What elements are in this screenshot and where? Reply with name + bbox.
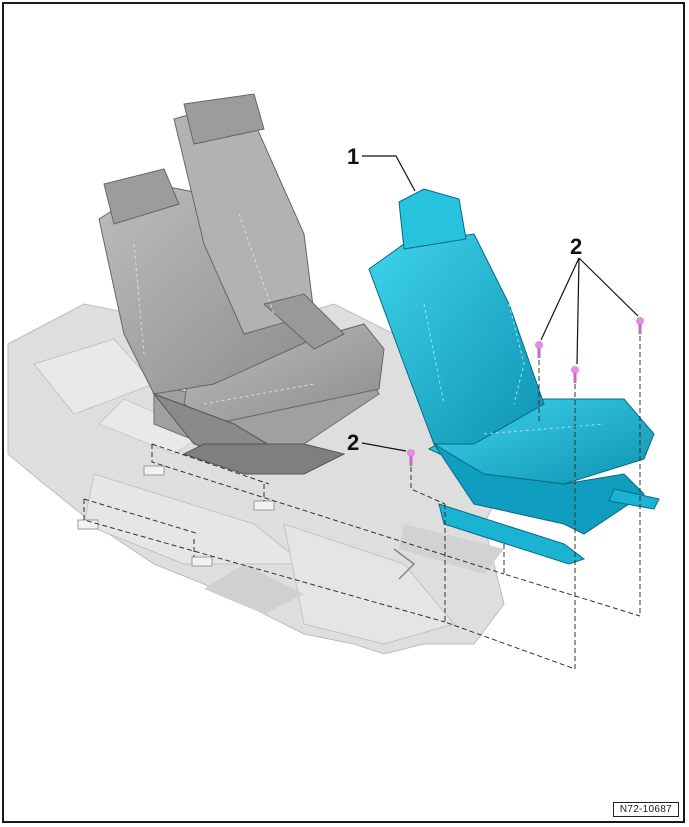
leader-lines xyxy=(361,155,639,452)
leader-line-2d xyxy=(361,442,407,452)
bolt-shank-icon xyxy=(409,456,413,466)
assembly-lines xyxy=(83,336,641,670)
figure-id-label: N72-10687 xyxy=(612,802,679,817)
callout-2-upper: 2 xyxy=(570,234,582,259)
callout-1: 1 xyxy=(347,144,359,169)
bolt-shank-icon xyxy=(638,324,642,334)
bolt-shank-icon xyxy=(537,348,541,358)
bolt-icon xyxy=(535,341,543,349)
leader-line-2c xyxy=(578,257,639,317)
rear-bench-seat xyxy=(98,93,385,475)
bolt-group xyxy=(407,317,644,466)
bolt-shank-icon xyxy=(573,373,577,383)
leader-line-2b xyxy=(576,257,580,365)
floor-pan xyxy=(7,303,525,655)
highlighted-single-seat xyxy=(368,188,660,565)
exploded-view-illustration: 1 2 2 xyxy=(7,93,660,670)
leader-line-2a xyxy=(540,257,580,341)
bolt-icon xyxy=(636,317,644,325)
callout-2-left: 2 xyxy=(347,430,359,455)
bolt-icon xyxy=(571,366,579,374)
leader-line-1 xyxy=(362,155,416,192)
bolt-icon xyxy=(407,449,415,457)
